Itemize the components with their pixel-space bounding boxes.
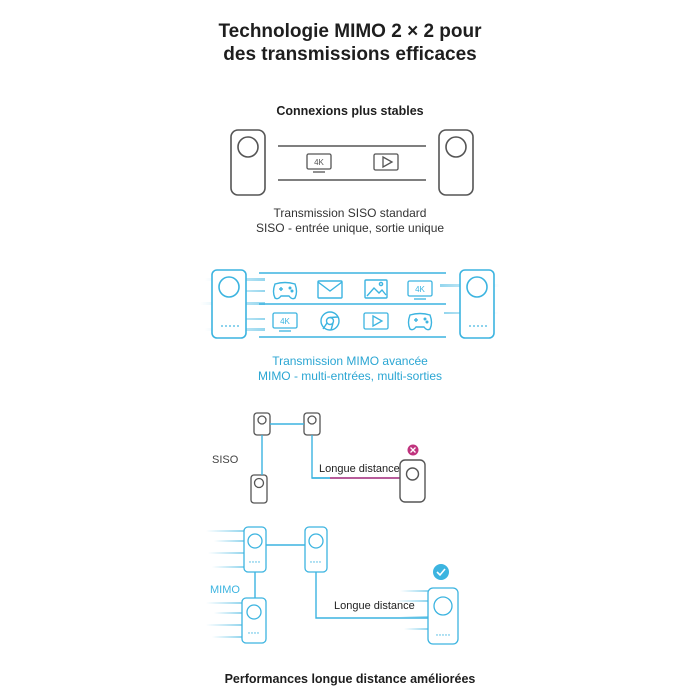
- mimo-long-streaks: [206, 530, 428, 638]
- siso-far-adapter: [399, 459, 426, 503]
- tv-4k-label-bottom: 4K: [280, 317, 290, 326]
- gamepad-icon: [272, 281, 298, 300]
- title-line-2: des transmissions efficaces: [223, 44, 477, 65]
- mimo-adapter-left: [211, 269, 247, 339]
- mimo-distance-label: Longue distance: [334, 600, 415, 612]
- siso-topology: SISO Longue distance: [212, 412, 426, 504]
- title-line-1: Technologie MIMO 2 × 2 pour: [218, 21, 482, 42]
- siso-channel: [278, 145, 426, 181]
- tv-4k-icon-top: 4K: [407, 280, 433, 300]
- success-icon: [433, 564, 449, 580]
- tv-4k-label: 4K: [314, 158, 324, 167]
- tv-4k-label-top: 4K: [415, 285, 425, 294]
- play-icon-mimo: [363, 312, 389, 330]
- siso-caption: Transmission SISO standard SISO - entrée…: [0, 206, 700, 236]
- fail-icon: [407, 444, 419, 456]
- mimo-caption-line-2: MIMO - multi-entrées, multi-sorties: [257, 369, 443, 383]
- siso-caption-line-2: SISO - entrée unique, sortie unique: [255, 221, 445, 235]
- mimo-channels: [259, 272, 446, 338]
- mail-icon: [317, 280, 343, 299]
- image-icon: [364, 279, 388, 299]
- mimo-caption: Transmission MIMO avancée MIMO - multi-e…: [0, 354, 700, 384]
- siso-adapter-left: [230, 129, 266, 196]
- tv-4k-icon: 4K: [306, 153, 332, 173]
- siso-adapter-right: [438, 129, 474, 196]
- tv-4k-icon-bottom: 4K: [272, 312, 298, 332]
- section-heading-stable: Connexions plus stables: [276, 104, 424, 118]
- siso-distance-label: Longue distance: [319, 463, 400, 475]
- page-title: Technologie MIMO 2 × 2 pour des transmis…: [0, 20, 700, 66]
- mimo-topology: MIMO Longue distance: [206, 526, 459, 645]
- siso-label: SISO: [212, 454, 239, 466]
- siso-caption-line-1: Transmission SISO standard: [273, 206, 427, 220]
- chrome-icon: [320, 311, 340, 331]
- mimo-caption-line-1: Transmission MIMO avancée: [272, 354, 428, 368]
- footer-heading: Performances longue distance améliorées: [224, 672, 476, 686]
- mimo-adapter-right: [459, 269, 495, 339]
- gamepad-icon-bottom: [407, 312, 433, 331]
- play-icon: [373, 153, 399, 171]
- mimo-label: MIMO: [210, 584, 240, 596]
